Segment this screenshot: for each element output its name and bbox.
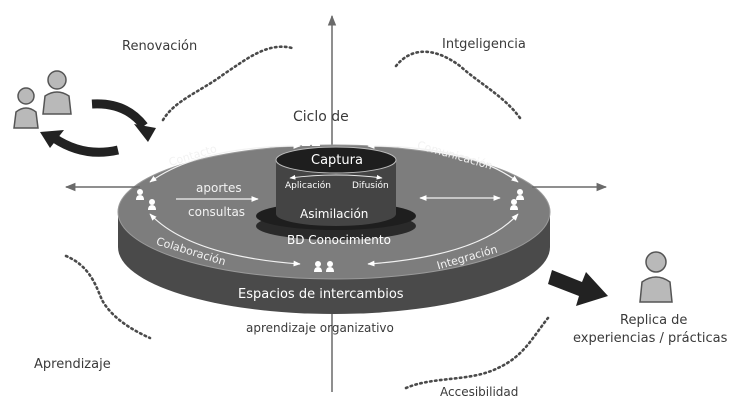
dotted-curve-bottom-left: [64, 254, 152, 340]
dotted-curves: [64, 45, 550, 390]
collaborators-icon: [13, 70, 72, 129]
label-difusion: Difusión: [352, 181, 389, 191]
label-asimilacion: Asimilación: [300, 207, 369, 221]
people-top: [302, 135, 320, 146]
label-aprendizaje: Aprendizaje: [34, 357, 111, 372]
inner-ring: [149, 143, 519, 267]
label-replica-line1: Replica de: [620, 313, 688, 328]
knowledge-db-cylinder: [256, 146, 416, 240]
label-bd-conocimiento: BD Conocimiento: [287, 233, 391, 247]
label-ciclo-de: Ciclo de: [293, 109, 349, 125]
dotted-curve-bottom-right: [404, 316, 550, 390]
label-consultas: consultas: [188, 205, 246, 219]
label-aportes: aportes: [196, 181, 242, 195]
label-aprendizaje-organizativo: aprendizaje organizativo: [246, 321, 394, 335]
practitioner-icon: [639, 251, 673, 303]
label-replica-line2: experiencias / prácticas: [573, 331, 728, 346]
label-inteligencia: Intgeligencia: [442, 37, 526, 52]
label-renovacion: Renovación: [122, 39, 198, 54]
dotted-curve-top-left: [161, 45, 294, 122]
replica-arrow: [548, 270, 608, 306]
cycle-arrows-icon: [40, 99, 156, 157]
label-captura: Captura: [311, 153, 363, 168]
label-espacios: Espacios de intercambios: [238, 287, 404, 302]
dotted-curve-top-right: [394, 50, 522, 120]
label-accesibilidad: Accesibilidad: [440, 385, 519, 399]
label-aplicacion: Aplicación: [285, 181, 331, 191]
